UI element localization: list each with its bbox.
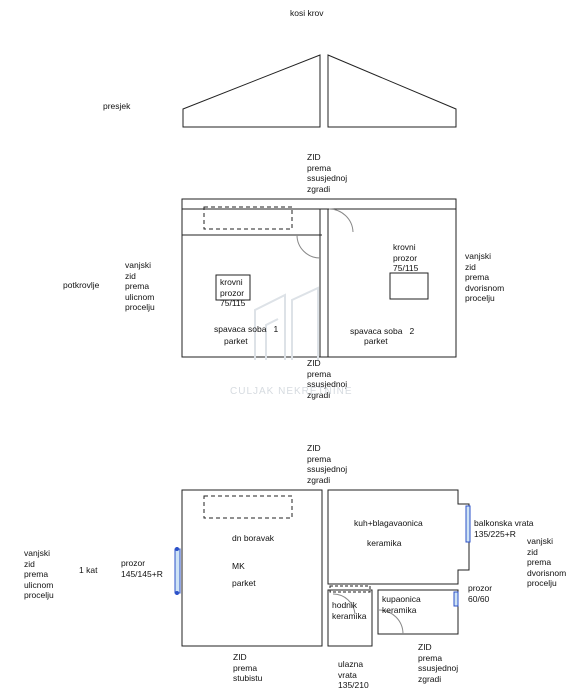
bathroom-window-label: prozor 60/60 — [468, 583, 493, 604]
attic-window-left-label: krovni prozor 75/115 — [220, 277, 246, 308]
attic-wall-left-label: vanjski zid prema ulicnom procelju — [125, 260, 155, 312]
watermark-text: CULJAK NEKRETNINE — [230, 386, 353, 397]
balcony-door-label: balkonska vrata 135/225+R — [474, 518, 534, 539]
floor1-window-left-label: prozor 145/145+R — [121, 558, 163, 579]
room1-name: spavaca soba 1 — [214, 324, 279, 334]
kitchen-floor: keramika — [367, 538, 402, 548]
room2-name: spavaca soba 2 — [350, 326, 415, 336]
floor1-wall-neighbor-label: ZID prema ssusjednoj zgradi — [418, 642, 459, 684]
living-room-mk: MK — [232, 561, 245, 571]
attic-wall-top-label: ZID prema ssusjednoj zgradi — [307, 152, 348, 194]
living-room-name: dn boravak — [232, 533, 275, 543]
first-floor-plan-outline — [181, 489, 470, 647]
floor1-label: 1 kat — [79, 565, 98, 575]
attic-wall-right-label: vanjski zid prema dvorisnom procelju — [465, 251, 505, 303]
entry-door-label: ulazna vrata 135/210 — [338, 659, 369, 690]
room1-floor: parket — [224, 336, 248, 346]
room2-floor: parket — [364, 336, 388, 346]
window-marks — [174, 505, 471, 607]
living-room-floor: parket — [232, 578, 256, 588]
hall-label: hodnik keramika — [332, 600, 367, 621]
roof-title: kosi krov — [290, 8, 324, 18]
attic-window-right-label: krovni prozor 75/115 — [393, 242, 419, 273]
section-label: presjek — [103, 101, 131, 111]
floor1-wall-right-label: vanjski zid prema dvorisnom procelju — [527, 536, 567, 588]
floor1-wall-top-label: ZID prema ssusjednoj zgradi — [307, 443, 348, 485]
kitchen-name: kuh+blagavaonica — [354, 518, 423, 528]
attic-floor-label: potkrovlje — [63, 280, 100, 290]
watermark-logo — [254, 286, 319, 360]
attic-wall-bottom-label: ZID prema ssusjednoj zgradi — [307, 358, 348, 400]
floor1-wall-left-label: vanjski zid prema ulicnom procelju — [24, 548, 54, 600]
floor1-wall-stairs-label: ZID prema stubistu — [233, 652, 263, 683]
bathroom-label: kupaonica keramika — [382, 594, 421, 615]
roof-section-outline — [182, 54, 457, 128]
